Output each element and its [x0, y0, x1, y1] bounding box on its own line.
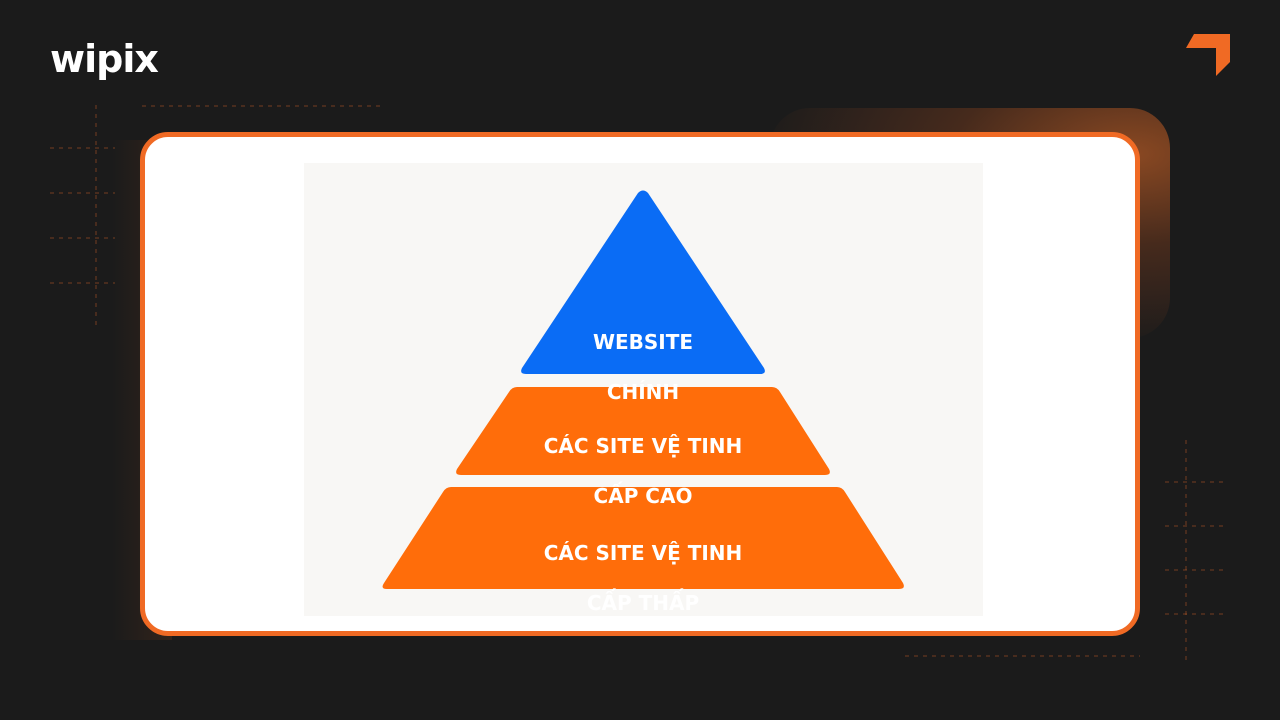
pyramid-tier-bottom	[382, 487, 904, 589]
brand-logo[interactable]: wipix	[50, 37, 159, 81]
pyramid-svg	[382, 190, 904, 589]
tier-top-line1: WEBSITE	[592, 330, 694, 354]
tier-bottom-line1: CÁC SITE VỆ TINH	[543, 541, 743, 565]
tier-label-bottom: CÁC SITE VỆ TINH CẤP THẤP	[523, 516, 763, 641]
tier-middle-line1: CÁC SITE VỆ TINH	[543, 434, 743, 458]
pyramid-diagram: WEBSITE CHÍNH CÁC SITE VỆ TINH CẤP CAO C…	[304, 163, 983, 616]
tier-middle-line2: CẤP CAO	[593, 484, 693, 508]
orange-arrow-corner-icon	[1186, 34, 1230, 76]
tier-bottom-line2: CẤP THẤP	[586, 591, 700, 615]
tier-top-line2: CHÍNH	[606, 380, 680, 404]
tier-label-top: WEBSITE CHÍNH	[543, 305, 743, 430]
pyramid-tier-middle	[456, 387, 830, 475]
pyramid-tier-top	[521, 190, 765, 374]
tier-label-middle: CÁC SITE VỆ TINH CẤP CAO	[523, 409, 763, 534]
